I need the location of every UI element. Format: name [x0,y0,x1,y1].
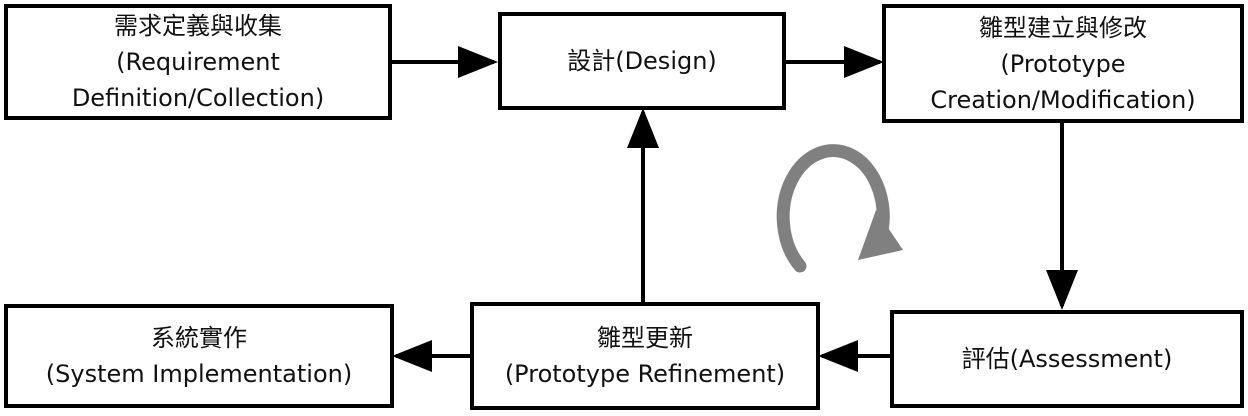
requirement-label-line-1: 需求定義與收集 [114,12,282,40]
prototype-refinement-label-line-2: (Prototype Refinement) [504,360,786,388]
requirement-label-line-3: Definition/Collection) [71,84,325,112]
prototype-creation-label-line-2: (Prototype [1000,49,1126,78]
assessment-label: 評估(Assessment) [961,345,1173,373]
system-implementation-box: 系統實作 (System Implementation) [4,304,394,408]
prototype-creation-label-line-3: Creation/Modification) [930,85,1196,114]
prototype-creation-label-line-1: 雛型建立與修改 [979,13,1147,42]
requirement-definition-box: 需求定義與收集 (Requirement Definition/Collecti… [4,4,392,120]
prototype-creation-box: 雛型建立與修改 (Prototype Creation/Modification… [882,4,1244,123]
requirement-label-line-2: (Requirement [116,48,280,76]
clockwise-cycle-icon [776,144,903,273]
design-label: 設計(Design) [567,47,717,75]
prototype-refinement-label-line-1: 雛型更新 [597,324,693,352]
system-implementation-label-line-1: 系統實作 [151,324,247,352]
assessment-box: 評估(Assessment) [890,310,1244,408]
design-box: 設計(Design) [498,12,786,110]
system-implementation-label-line-2: (System Implementation) [45,360,353,388]
prototype-refinement-box: 雛型更新 (Prototype Refinement) [470,302,820,410]
